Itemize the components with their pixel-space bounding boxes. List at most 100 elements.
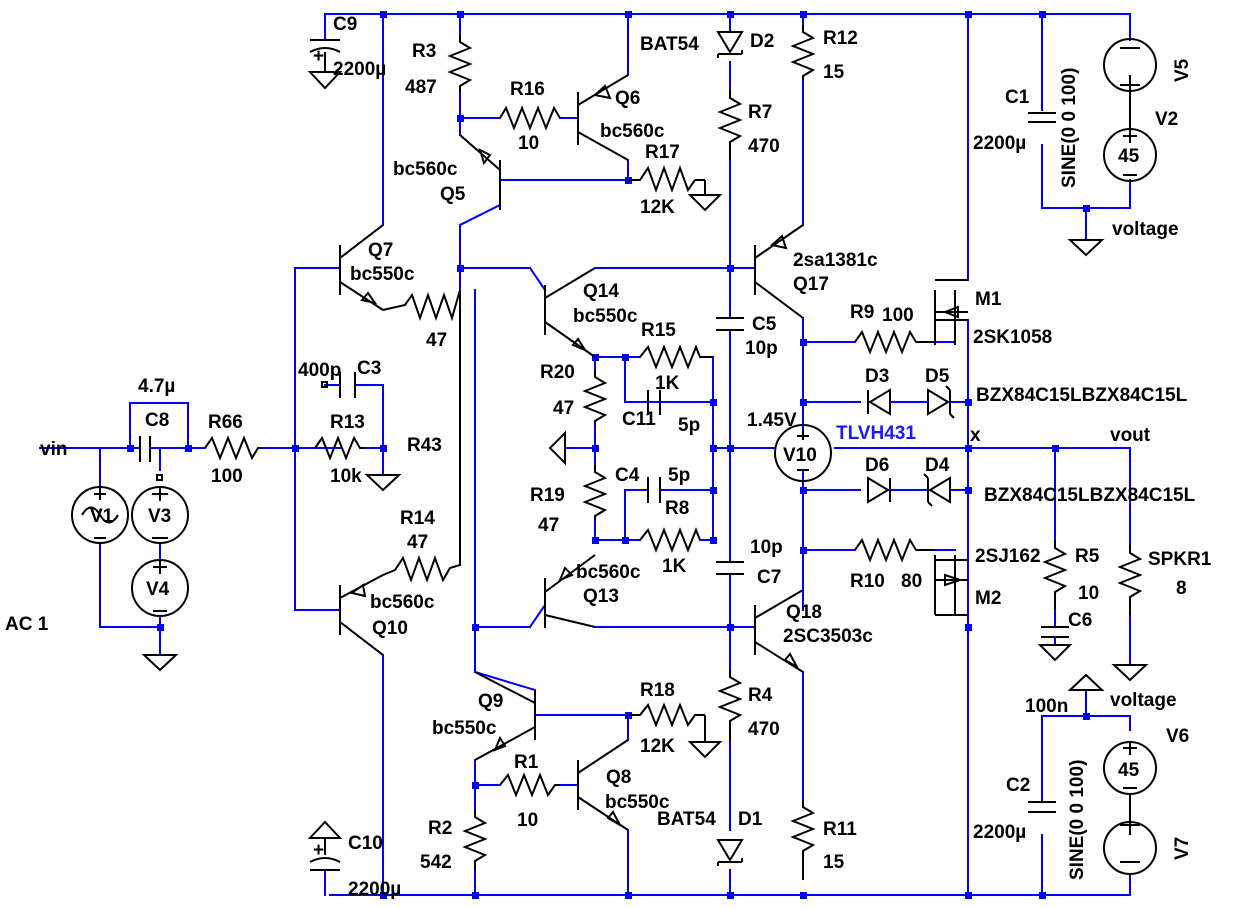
- label-r4: R4: [748, 685, 773, 706]
- model-d1: BAT54: [657, 809, 716, 830]
- model-q18: 2SC3503c: [783, 626, 873, 647]
- label-r11: R11: [823, 819, 857, 840]
- value-r16: 10: [518, 133, 539, 154]
- diode-d1: [716, 839, 744, 866]
- resistor-r47a: [382, 289, 461, 322]
- model-q6: bc560c: [600, 121, 665, 142]
- source-v10: [774, 424, 832, 482]
- label-r13: R13: [330, 412, 365, 433]
- sine-v7: SINE(0 0 100): [1067, 760, 1088, 880]
- resistor-r12: [790, 25, 816, 80]
- label-q6: Q6: [615, 88, 640, 109]
- label-v10: V10: [783, 445, 817, 466]
- value-c5: 10p: [745, 338, 778, 359]
- model-q5: bc560c: [393, 159, 458, 180]
- mosfet-m2: [934, 555, 968, 616]
- resistor-r14: [382, 290, 461, 583]
- label-v2: V2: [1155, 109, 1178, 130]
- model-d6-d4: BZX84C15LBZX84C15L: [984, 485, 1196, 506]
- value-v6: 45: [1118, 760, 1140, 781]
- label-q5: Q5: [440, 184, 466, 205]
- value-r14: 47: [407, 532, 428, 553]
- label-d1: D1: [738, 809, 763, 830]
- value-r4: 470: [748, 719, 780, 740]
- value-c3: 400p: [298, 360, 341, 381]
- label-r43: R43: [407, 435, 442, 456]
- label-d3: D3: [865, 366, 889, 387]
- value-r47a: 47: [426, 330, 447, 351]
- capacitor-c10: +: [307, 820, 343, 871]
- ground-symbol: [1111, 664, 1149, 682]
- capacitor-c3: [321, 372, 356, 398]
- transistor-q14: [544, 267, 596, 358]
- transistor-q10: [339, 574, 384, 656]
- zener-d4: [923, 473, 951, 507]
- value-r5: 10: [1078, 583, 1099, 604]
- capacitor-c5: [716, 317, 744, 331]
- resistor-r8: [639, 527, 701, 553]
- label-d5: D5: [925, 366, 950, 387]
- ground-symbol: [364, 474, 402, 492]
- label-r66: R66: [208, 412, 243, 433]
- resistor-r20: [582, 370, 608, 425]
- label-v4: V4: [146, 579, 170, 600]
- label-c7: C7: [757, 567, 781, 588]
- model-q8: bc550c: [605, 792, 670, 813]
- zener-d3: [867, 388, 891, 416]
- label-r14: R14: [400, 508, 435, 529]
- label-r5: R5: [1075, 546, 1100, 567]
- model-v10: TLVH431: [836, 423, 916, 444]
- ground-symbol: [548, 430, 566, 466]
- value-r8: 1K: [662, 556, 687, 577]
- label-q10: Q10: [372, 618, 408, 639]
- label-r16: R16: [510, 79, 545, 100]
- label-d4: D4: [925, 455, 950, 476]
- value-r19: 47: [538, 515, 559, 536]
- transistor-q18: [754, 589, 804, 673]
- label-d6: D6: [865, 455, 889, 476]
- value-r11: 15: [823, 852, 845, 873]
- source-v2: [1103, 128, 1157, 182]
- model-m2: 2SJ162: [975, 546, 1041, 567]
- source-v4: [131, 559, 189, 617]
- value-c7: 10p: [750, 537, 783, 558]
- label-c11: C11: [622, 409, 656, 430]
- source-v6: [1103, 741, 1157, 822]
- value-r15: 1K: [655, 373, 680, 394]
- value-r10: 80: [901, 571, 922, 592]
- resistor-r1: [499, 772, 560, 798]
- label-v3: V3: [148, 506, 171, 527]
- diode-d2: [716, 31, 744, 58]
- value-r12: 15: [823, 62, 845, 83]
- capacitor-c2: [1028, 801, 1056, 813]
- model-q7: bc550c: [350, 264, 415, 285]
- label-r20: R20: [540, 362, 575, 383]
- value-c9: 2200µ: [333, 59, 386, 80]
- source-v7: [1103, 815, 1157, 875]
- model-q13: bc560c: [576, 562, 641, 583]
- value-r20: 47: [553, 398, 574, 419]
- value-r2: 542: [420, 852, 452, 873]
- label-q13: Q13: [583, 586, 619, 607]
- svg-text:+: +: [313, 840, 324, 861]
- label-r1: R1: [514, 752, 539, 773]
- model-q17: 2sa1381c: [793, 250, 878, 271]
- transistor-q9: [474, 671, 536, 761]
- source-v3: [131, 474, 189, 544]
- value-r9: 100: [882, 305, 914, 326]
- resistor-r16: [499, 105, 561, 131]
- value-r66: 100: [211, 466, 243, 487]
- label-r15: R15: [641, 320, 676, 341]
- label-c10: C10: [348, 833, 383, 854]
- model-m1: 2SK1058: [973, 327, 1052, 348]
- netlabel-vin: vin: [40, 439, 67, 460]
- value-v10: 1.45V: [747, 410, 797, 431]
- transistor-q13: [544, 554, 596, 628]
- resistor-r19: [582, 465, 608, 520]
- netlabel-voltage-top: voltage: [1112, 219, 1179, 240]
- label-c3: C3: [357, 358, 381, 379]
- value-r7: 470: [748, 136, 780, 157]
- label-q18: Q18: [786, 602, 822, 623]
- model-q10: bc560c: [370, 592, 435, 613]
